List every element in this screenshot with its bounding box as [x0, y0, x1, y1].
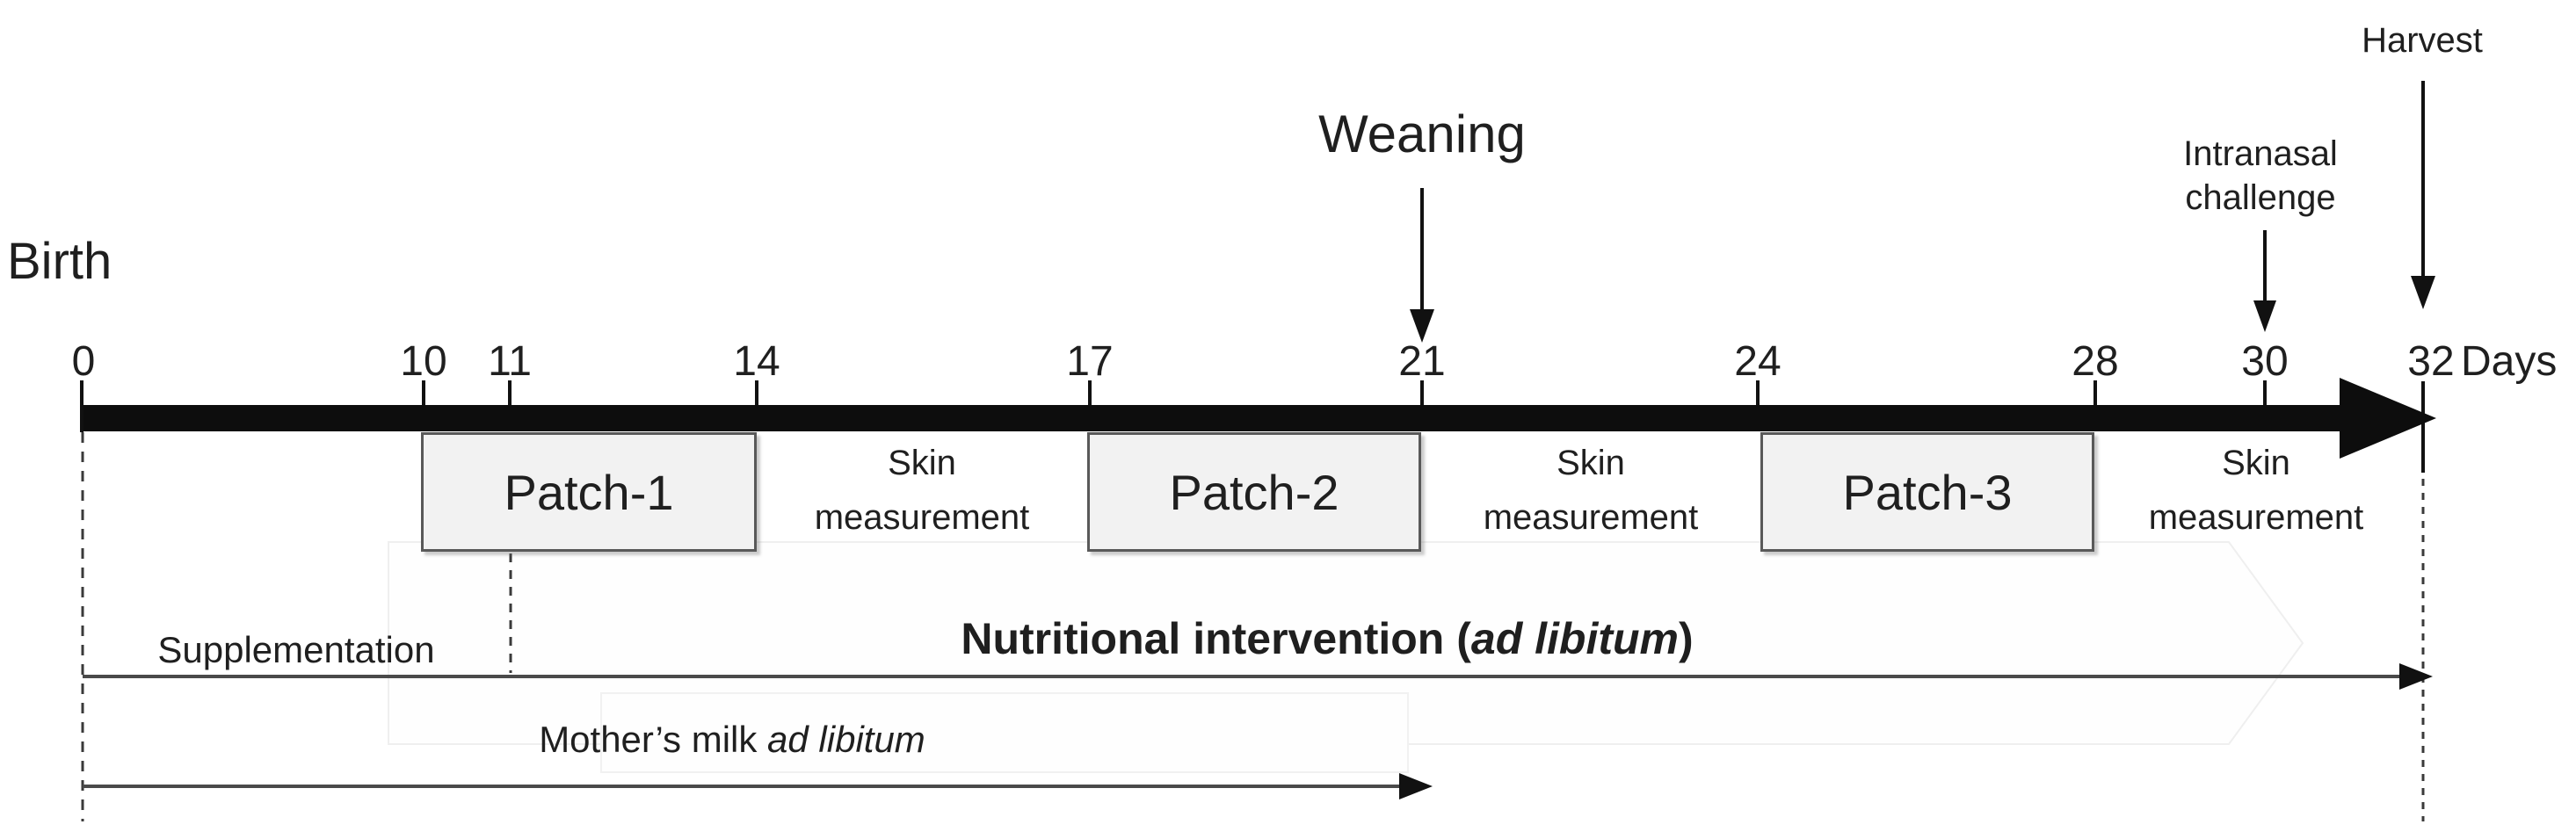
- nutritional-intervention-label: Nutritional intervention (ad libitum): [800, 613, 1854, 664]
- tick-label-day17: 17: [1066, 338, 1114, 385]
- skin-measurement-3-line1: Skin: [2222, 444, 2290, 482]
- nutritional-label-suffix: ): [1679, 614, 1694, 663]
- tick-label-day32: 32: [2407, 338, 2455, 385]
- patch-1-box: Patch-1: [421, 432, 757, 552]
- nutritional-label-italic: ad libitum: [1470, 614, 1679, 663]
- mothers-milk-label-prefix: Mother’s milk: [539, 719, 768, 760]
- tick-label-day11: 11: [488, 338, 532, 385]
- supplementation-label: Supplementation: [157, 629, 435, 670]
- patch-2-box: Patch-2: [1087, 432, 1421, 552]
- nutritional-label-prefix: Nutritional intervention (: [961, 614, 1471, 663]
- mothers-milk-arrow: [83, 773, 1433, 799]
- patch-3-label: Patch-3: [1842, 464, 2013, 520]
- harvest-label: Harvest: [2362, 21, 2483, 60]
- skin-measurement-2-line1: Skin: [1556, 444, 1625, 482]
- skin-measurement-label-3: Skin measurement: [2080, 436, 2432, 545]
- timeline-bar: [81, 405, 2348, 431]
- intranasal-line1: Intranasal: [2183, 134, 2338, 173]
- birth-label: Birth: [7, 233, 112, 290]
- nutritional-intervention-arrow: [83, 663, 2433, 690]
- days-unit-label: Days: [2461, 338, 2558, 385]
- skin-measurement-label-1: Skin measurement: [746, 436, 1098, 545]
- mothers-milk-label: Mother’s milk ad libitum: [381, 719, 1084, 761]
- tick-label-day0: 0: [71, 338, 96, 385]
- timeline-arrowhead: [2340, 378, 2436, 459]
- tick-label-day24: 24: [1734, 338, 1781, 385]
- harvest-arrow: [2411, 81, 2435, 309]
- skin-measurement-3-line2: measurement: [2148, 498, 2364, 537]
- tick-label-day21: 21: [1398, 338, 1446, 385]
- skin-measurement-1-line2: measurement: [814, 498, 1030, 537]
- intranasal-challenge-label: Intranasal challenge: [2085, 132, 2436, 220]
- intranasal-line2: challenge: [2185, 178, 2336, 217]
- mothers-milk-label-italic: ad libitum: [767, 719, 925, 760]
- intranasal-challenge-arrow: [2253, 230, 2276, 332]
- skin-measurement-2-line2: measurement: [1483, 498, 1699, 537]
- tick-label-day14: 14: [733, 338, 780, 385]
- patch-1-label: Patch-1: [504, 464, 674, 520]
- weaning-arrow: [1410, 188, 1434, 343]
- patch-2-label: Patch-2: [1169, 464, 1339, 520]
- patch-3-box: Patch-3: [1760, 432, 2094, 552]
- milk-banner-shape: [600, 692, 1409, 773]
- tick-label-day30: 30: [2241, 338, 2289, 385]
- skin-measurement-label-2: Skin measurement: [1415, 436, 1767, 545]
- tick-label-day28: 28: [2072, 338, 2119, 385]
- tick-label-day10: 10: [400, 338, 447, 385]
- weaning-label: Weaning: [1318, 105, 1526, 163]
- skin-measurement-1-line1: Skin: [888, 444, 956, 482]
